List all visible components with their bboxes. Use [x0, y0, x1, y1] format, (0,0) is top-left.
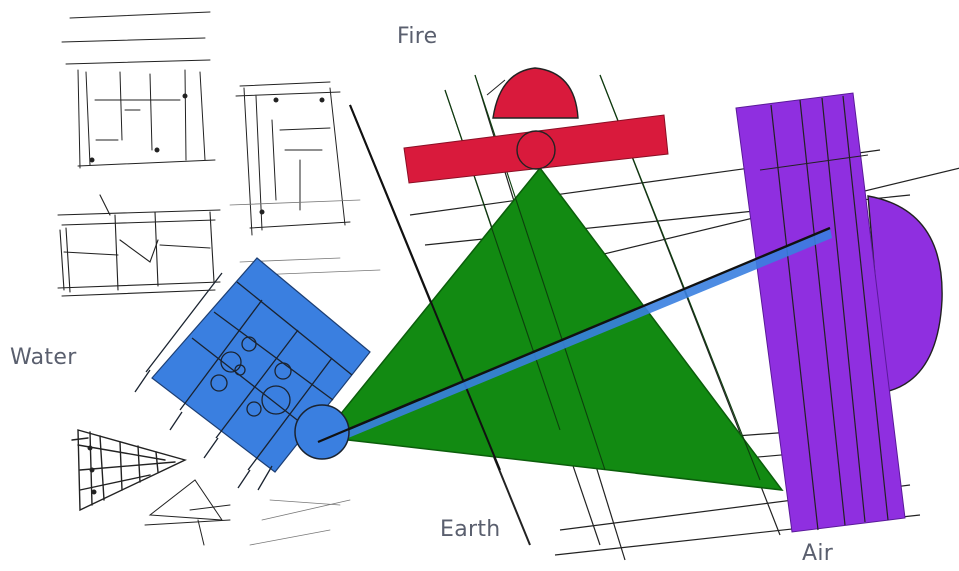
beam-line-overlay: [317, 397, 421, 444]
water-shape: [134, 257, 371, 491]
label-air: Air: [802, 541, 834, 566]
sketch-drawings: [57, 11, 381, 546]
sketch-floorplan-1: [61, 11, 216, 169]
sketch-triangle: [71, 429, 187, 512]
fire-shape: [403, 67, 669, 184]
label-water: Water: [10, 345, 77, 370]
sketch-small: [144, 479, 231, 546]
air-shape: [735, 92, 943, 533]
sketch-box: [57, 194, 221, 297]
label-earth: Earth: [440, 517, 501, 542]
sketch-floorplan-2: [235, 81, 351, 236]
earth-triangle: [320, 166, 784, 491]
label-fire: Fire: [397, 24, 438, 49]
